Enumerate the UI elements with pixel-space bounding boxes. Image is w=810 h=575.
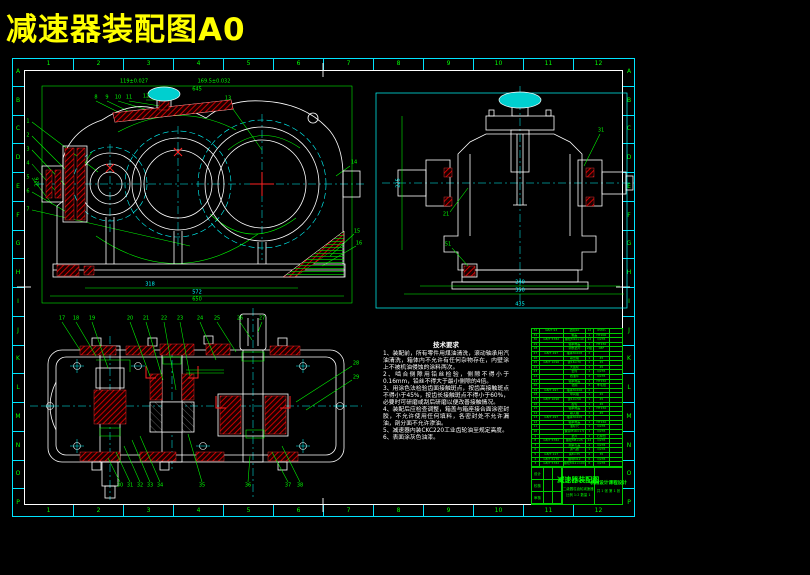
notes-title: 技术要求 bbox=[433, 341, 459, 349]
plan-view[interactable] bbox=[30, 308, 362, 500]
side-overall-dim-box bbox=[375, 92, 628, 309]
signature-grid: 设计校核审核 bbox=[532, 468, 563, 504]
note-item: 4、装配后应检查调整，箱盖与箱座接合面涂密封胶，不允许使用任何填料，各密封处不允… bbox=[383, 407, 509, 427]
side-centerlines bbox=[382, 86, 634, 302]
side-housing bbox=[397, 106, 634, 290]
eye-bolt bbox=[307, 112, 319, 124]
bearing-bore-3 bbox=[204, 126, 320, 242]
front-view[interactable] bbox=[31, 85, 366, 304]
technical-notes: 技术要求 1、装配前，所有零件用煤油清洗，滚动轴承用汽油清洗，箱体内不允许有任何… bbox=[383, 339, 509, 442]
drawing-title: 减速器装配图 bbox=[557, 476, 600, 484]
sheet-info: 共 1 张 第 1 张 bbox=[596, 488, 621, 493]
side-shaft-left bbox=[397, 169, 427, 197]
bom-row: 2GB/T 97.1垫圈12665Mn bbox=[531, 465, 623, 467]
side-view[interactable] bbox=[375, 86, 634, 309]
notes-items: 1、装配前，所有零件用煤油清洗，滚动轴承用汽油清洗，箱体内不允许有任何杂物存在，… bbox=[383, 351, 509, 442]
sign-cell bbox=[552, 480, 562, 492]
sign-cell bbox=[543, 492, 553, 504]
bearing-bore-2 bbox=[131, 137, 225, 231]
title-block-center: 减速器装配图 二级圆柱齿轮减速器 比例 1:2 数量 1 bbox=[557, 468, 599, 504]
gear-hub bbox=[161, 401, 183, 433]
drain-plug bbox=[461, 263, 478, 278]
sign-cell: 校核 bbox=[532, 480, 544, 492]
title-block: 设计校核审核 减速器装配图 二级圆柱齿轮减速器 比例 1:2 数量 1 机械设计… bbox=[531, 467, 627, 505]
sign-cell bbox=[543, 480, 553, 492]
bolt-hole-crosses bbox=[43, 359, 347, 453]
organization: 机械设计课程设计 bbox=[590, 480, 627, 486]
plan-centerlines bbox=[30, 308, 362, 500]
page-title: 减速器装配图A0 bbox=[6, 12, 246, 48]
breather-cap bbox=[147, 86, 181, 102]
sign-cell: 审核 bbox=[532, 492, 544, 504]
side-hatched-sections bbox=[443, 167, 595, 277]
frame-inner-border bbox=[24, 70, 623, 505]
scale-qty: 比例 1:2 数量 1 bbox=[566, 493, 591, 497]
sign-cell bbox=[543, 468, 553, 480]
input-shaft-stub bbox=[41, 165, 64, 203]
input-shaft bbox=[242, 349, 264, 463]
sign-cell: 设计 bbox=[532, 468, 544, 480]
sign-cell bbox=[552, 468, 562, 480]
side-dims-leaders bbox=[401, 116, 624, 295]
red-center-marks bbox=[105, 147, 274, 196]
low-speed-gear bbox=[217, 393, 289, 437]
note-item: 5、减速器内装CKC220工业齿轮油至规定高度。 bbox=[383, 428, 508, 434]
note-item: 1、装配前，所有零件用煤油清洗，滚动轴承用汽油清洗，箱体内不允许有任何杂物存在，… bbox=[383, 351, 509, 371]
front-centerlines bbox=[36, 114, 366, 260]
pitch-circles bbox=[72, 119, 327, 249]
note-item: 6、表面涂灰色油漆。 bbox=[383, 435, 439, 441]
plan-green-details bbox=[61, 321, 353, 483]
sign-cell bbox=[552, 492, 562, 504]
title-block-right: 机械设计课程设计 共 1 张 第 1 张 bbox=[590, 468, 627, 504]
base-flange bbox=[52, 263, 346, 278]
output-shaft-stub bbox=[342, 170, 361, 198]
note-item: 3、用涂色法检验齿面接触斑点，按齿高接触斑点不得小于45%，按齿长接触斑点不得小… bbox=[383, 386, 509, 406]
note-item: 2、啮合侧隙用铅丝检验，侧隙不得小于0.16mm，铅丝不得大于最小侧隙的4倍。 bbox=[383, 372, 509, 385]
frame-centering-marks bbox=[17, 63, 630, 512]
drawing-subtitle: 二级圆柱齿轮减速器 bbox=[563, 487, 594, 491]
oil-pocket bbox=[282, 230, 345, 278]
handwheel-cap bbox=[498, 91, 542, 109]
front-housing bbox=[41, 98, 361, 278]
plan-hatched-sections bbox=[79, 343, 301, 462]
